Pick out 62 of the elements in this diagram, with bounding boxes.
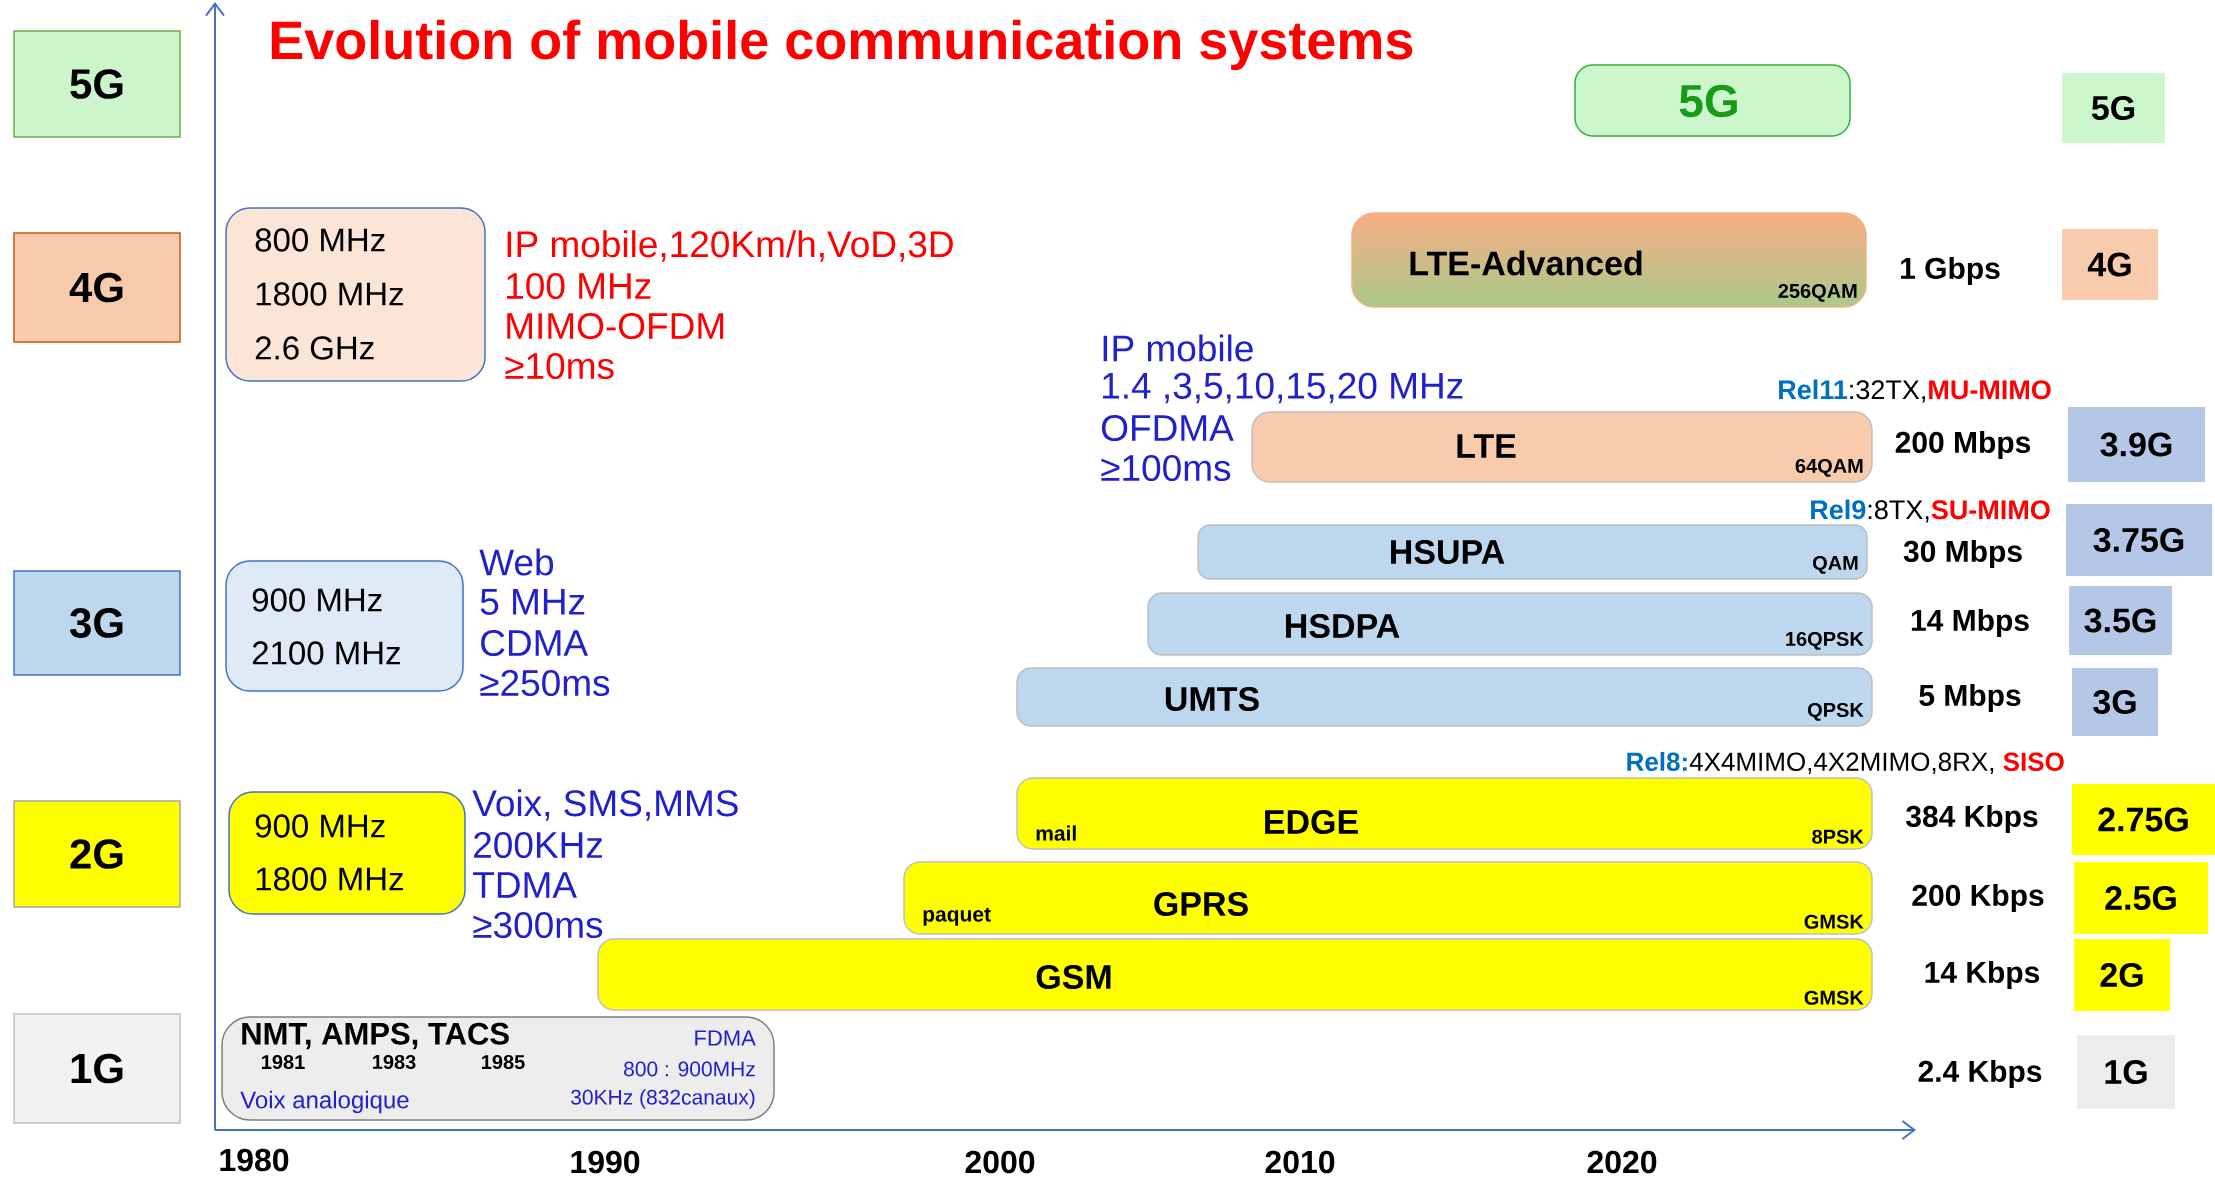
- feature-text: OFDMA: [1101, 414, 1234, 442]
- feature-text: MIMO-OFDM: [507, 312, 724, 340]
- frequency-box: 900 MHz 1800 MHz: [228, 791, 466, 915]
- release-note: Rel11:32TX,MU-MIMO: [1779, 379, 2051, 403]
- generation-box: 2G: [13, 800, 181, 908]
- speed-label: 14 Mbps: [1911, 609, 2029, 637]
- year-label: 1980: [220, 1148, 289, 1172]
- generation-box: 3G: [2072, 668, 2158, 736]
- frequency-box: NMT, AMPS, TACS 1981 1983 1985 Voix analogique FDMA 800 : 900MHz 30KHz (832canaux): [221, 1016, 775, 1121]
- year-label: 2020: [1587, 1150, 1657, 1174]
- technology-bar: 5G: [1574, 64, 1851, 137]
- technology-bar: mail EDGE 8PSK: [1016, 777, 1873, 850]
- frequency-box: 900 MHz 2100 MHz: [225, 560, 464, 692]
- frequency-box: 800 MHz 1800 MHz 2.6 GHz: [225, 207, 486, 382]
- generation-box: 4G: [13, 232, 181, 343]
- technology-bar: paquet GPRS GMSK: [903, 861, 1873, 935]
- generation-box: 1G: [13, 1013, 181, 1124]
- release-note: Rel8:4X4MIMO,4X2MIMO,8RX, SISO: [1627, 751, 2064, 775]
- feature-text: ≥100ms: [1101, 454, 1231, 482]
- feature-text: 5 MHz: [480, 589, 585, 615]
- feature-text: Web: [479, 548, 554, 576]
- speed-label: 5 Mbps: [1919, 684, 2021, 712]
- generation-box: 3.5G: [2069, 586, 2172, 655]
- feature-text: 100 MHz: [507, 272, 651, 300]
- speed-label: 1 Gbps: [1901, 257, 2000, 285]
- technology-bar: GSM GMSK: [597, 938, 1873, 1011]
- generation-box: 2.75G: [2072, 784, 2215, 855]
- generation-box: 3G: [13, 570, 181, 676]
- feature-text: ≥10ms: [505, 352, 614, 380]
- generation-box: 3.9G: [2068, 407, 2205, 482]
- speed-label: 2.4 Kbps: [1918, 1060, 2042, 1088]
- technology-bar: LTE-Advanced 256QAM: [1351, 212, 1867, 308]
- title: Evolution of mobile communication systems: [271, 19, 1413, 71]
- feature-text: IP mobile: [1103, 334, 1253, 362]
- feature-text: CDMA: [481, 629, 589, 657]
- year-label: 2010: [1265, 1150, 1335, 1174]
- feature-text: ≥250ms: [480, 669, 610, 697]
- technology-bar: HSDPA 16QPSK: [1147, 592, 1873, 656]
- feature-text: ≥300ms: [473, 911, 603, 939]
- feature-text: Voix, SMS,MMS: [472, 789, 738, 821]
- speed-label: 200 Mbps: [1895, 431, 2031, 459]
- speed-label: 30 Mbps: [1903, 540, 2022, 568]
- feature-text: IP mobile,120Km/h,VoD,3D: [507, 230, 953, 262]
- generation-box: 5G: [13, 30, 181, 138]
- speed-label: 200 Kbps: [1912, 884, 2044, 912]
- generation-box: 5G: [2062, 73, 2165, 143]
- technology-bar: LTE 64QAM: [1251, 411, 1873, 483]
- release-note: Rel9:8TX,SU-MIMO: [1811, 499, 2050, 523]
- generation-box: 2.5G: [2074, 862, 2208, 934]
- speed-label: 384 Kbps: [1906, 805, 2038, 833]
- technology-bar: UMTS QPSK: [1016, 667, 1873, 727]
- year-label: 1990: [571, 1150, 640, 1174]
- year-label: 2000: [965, 1150, 1035, 1174]
- generation-box: 2G: [2074, 939, 2170, 1011]
- technology-bar: HSUPA QAM: [1197, 524, 1868, 580]
- generation-box: 4G: [2062, 229, 2158, 300]
- feature-text: TDMA: [473, 872, 577, 898]
- feature-text: 200KHz: [474, 831, 602, 859]
- generation-box: 1G: [2077, 1035, 2175, 1109]
- generation-box: 3.75G: [2066, 504, 2212, 576]
- feature-text: 1.4 ,3,5,10,15,20 MHz: [1103, 372, 1463, 404]
- speed-label: 14 Kbps: [1925, 961, 2040, 989]
